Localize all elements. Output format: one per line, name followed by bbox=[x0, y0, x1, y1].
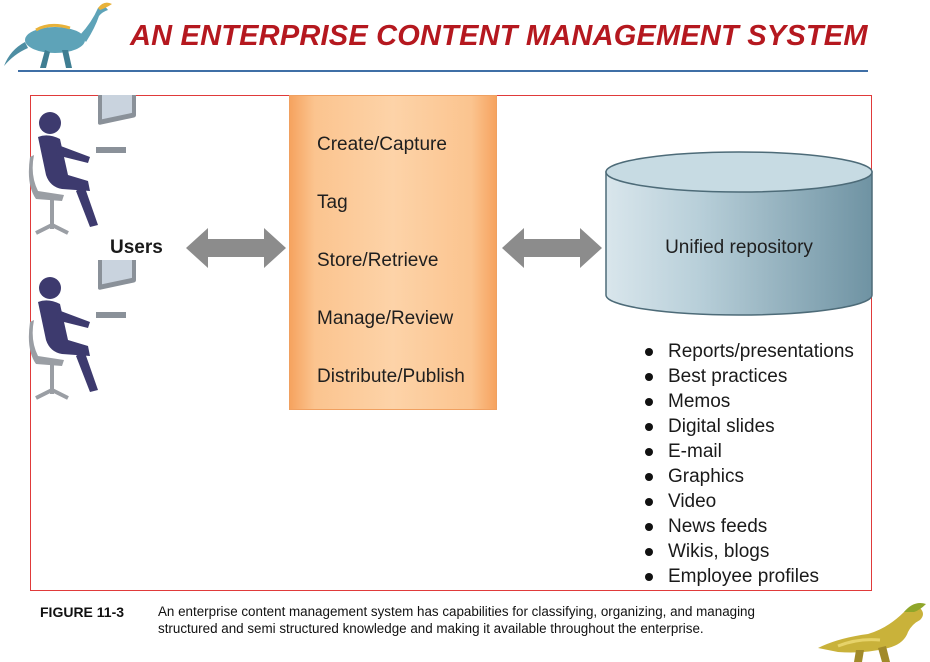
page-title: AN ENTERPRISE CONTENT MANAGEMENT SYSTEM bbox=[130, 20, 868, 52]
list-item: Employee profiles bbox=[640, 564, 854, 589]
user-at-computer-icon bbox=[28, 95, 136, 235]
database-cylinder-icon bbox=[605, 151, 873, 316]
content-types-list: Reports/presentations Best practices Mem… bbox=[640, 339, 854, 589]
function-item: Create/Capture bbox=[317, 134, 447, 155]
list-item: Best practices bbox=[640, 364, 854, 389]
list-item: Video bbox=[640, 489, 854, 514]
list-item: Digital slides bbox=[640, 414, 854, 439]
list-item: News feeds bbox=[640, 514, 854, 539]
list-item: Memos bbox=[640, 389, 854, 414]
function-item: Store/Retrieve bbox=[317, 250, 439, 271]
figure-label: FIGURE 11-3 bbox=[40, 604, 125, 620]
double-arrow-icon bbox=[186, 228, 286, 268]
list-item: Wikis, blogs bbox=[640, 539, 854, 564]
double-arrow-icon bbox=[502, 228, 602, 268]
list-item: Graphics bbox=[640, 464, 854, 489]
repository-label: Unified repository bbox=[665, 237, 813, 258]
title-divider bbox=[18, 70, 868, 72]
function-item: Distribute/Publish bbox=[317, 366, 465, 387]
function-item: Manage/Review bbox=[317, 308, 454, 329]
dinosaur-logo-icon bbox=[4, 2, 112, 68]
function-item: Tag bbox=[317, 192, 348, 213]
figure-caption: An enterprise content management system … bbox=[158, 604, 755, 636]
functions-box: Create/Capture Tag Store/Retrieve Manage… bbox=[289, 95, 497, 410]
users-label: Users bbox=[110, 237, 163, 258]
list-item: Reports/presentations bbox=[640, 339, 854, 364]
list-item: E-mail bbox=[640, 439, 854, 464]
user-at-computer-icon bbox=[28, 260, 136, 400]
dinosaur-logo-icon bbox=[818, 603, 926, 662]
